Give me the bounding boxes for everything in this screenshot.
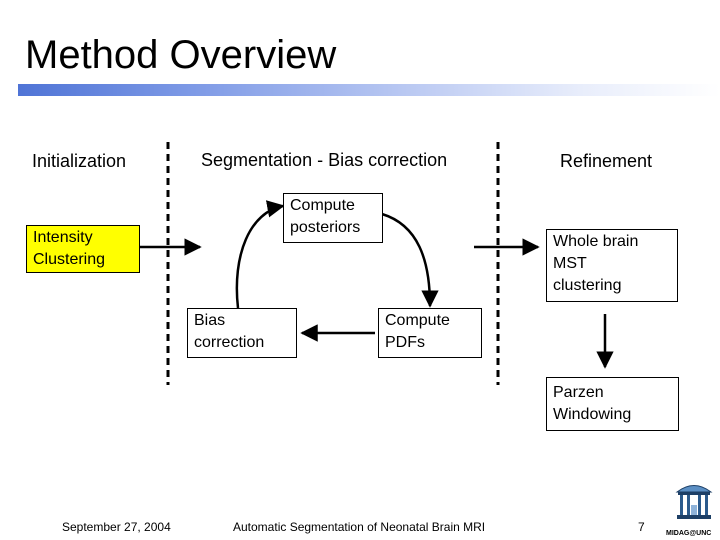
title-gradient-bar [18,84,720,96]
footer-presentation-title: Automatic Segmentation of Neonatal Brain… [233,520,486,534]
column-heading-segmentation: Segmentation - Bias correction [201,150,448,170]
compute-pdfs-box: Compute PDFs [378,308,482,358]
parzen-windowing-box: Parzen Windowing [546,377,679,431]
old-well-logo-icon [675,485,713,519]
page-number: 7 [638,520,645,534]
arrow-posteriors-to-pdfs [381,212,439,308]
column-heading-initialization: Initialization [32,151,127,171]
column-heading-refinement: Refinement [560,151,653,171]
compute-posteriors-box: Compute posteriors [283,193,383,243]
bias-correction-box: Bias correction [187,308,297,358]
arrow-bias-to-posteriors [235,200,285,309]
page-title: Method Overview [25,33,337,77]
intensity-clustering-box: Intensity Clustering [26,225,140,273]
footer-date: September 27, 2004 [62,520,171,534]
logo-text: MIDAG@UNC [666,530,712,537]
whole-brain-mst-box: Whole brain MST clustering [546,229,678,302]
